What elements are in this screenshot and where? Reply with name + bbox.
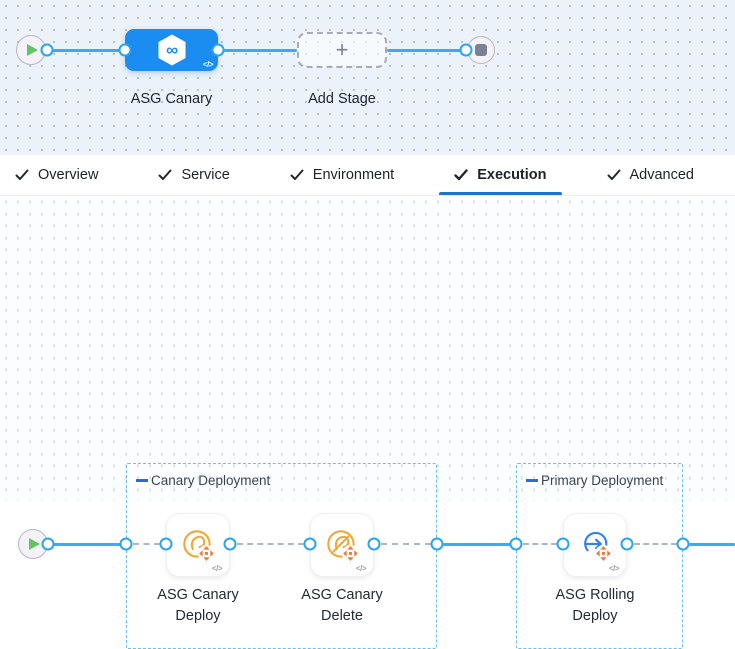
connector-port[interactable]	[620, 537, 634, 551]
tab-label: Advanced	[629, 167, 695, 183]
group-title: Canary Deployment	[151, 473, 271, 488]
plus-icon: +	[335, 37, 349, 62]
check-icon	[15, 169, 29, 180]
step-card-asg-canary-deploy[interactable]: </>	[166, 513, 230, 577]
connector-port[interactable]	[556, 537, 570, 551]
connector-port[interactable]	[509, 537, 523, 551]
tab-service[interactable]: Service	[143, 155, 244, 195]
connector-port[interactable]	[41, 537, 55, 551]
tab-advanced[interactable]: Advanced	[592, 155, 710, 195]
tab-overview[interactable]: Overview	[0, 155, 113, 195]
stage-config-tabbar: Overview Service Environment Execution A…	[0, 155, 735, 196]
check-icon	[158, 169, 172, 180]
connector-port[interactable]	[676, 537, 690, 551]
check-icon	[607, 169, 620, 180]
connector-port[interactable]	[303, 537, 317, 551]
step-card-asg-canary-delete[interactable]: </>	[310, 513, 374, 577]
step-yaml-toggle[interactable]: </>	[355, 564, 367, 573]
tab-label: Overview	[38, 167, 99, 183]
stage-label: ASG Canary	[130, 91, 213, 107]
asg-rolling-deploy-icon	[584, 531, 612, 562]
stop-icon	[475, 44, 487, 56]
step-card-asg-rolling-deploy[interactable]: </>	[563, 513, 627, 577]
connector-port[interactable]	[430, 537, 444, 551]
group-title: Primary Deployment	[541, 473, 664, 488]
add-stage-button[interactable]: +	[297, 32, 387, 68]
play-icon	[27, 44, 38, 56]
svg-text:∞: ∞	[165, 41, 177, 60]
asg-canary-deploy-icon	[183, 530, 215, 562]
stage-graph-canvas[interactable]: ∞ </> ASG Canary + Add Stage	[0, 0, 735, 155]
tab-label: Execution	[477, 167, 547, 183]
step-label: ASG Canary Deploy	[157, 587, 239, 624]
cd-stage-icon: ∞	[158, 34, 185, 66]
execution-flow-canvas[interactable]: Canary Deployment Primary Deployment	[0, 196, 735, 649]
collapse-group-icon[interactable]	[136, 479, 148, 482]
add-stage-label: Add Stage	[308, 91, 376, 107]
connector-port[interactable]	[211, 43, 225, 57]
stage-yaml-toggle[interactable]: </>	[202, 60, 214, 69]
check-icon	[454, 169, 468, 181]
connector-port[interactable]	[367, 537, 381, 551]
step-label: ASG Canary Delete	[301, 587, 383, 624]
check-icon	[290, 169, 304, 180]
play-icon	[29, 538, 40, 550]
connector-port[interactable]	[159, 537, 173, 551]
connector-port[interactable]	[119, 537, 133, 551]
connector-line	[51, 48, 120, 52]
stage-node-asg-canary[interactable]: ∞ </>	[125, 29, 218, 71]
collapse-group-icon[interactable]	[526, 479, 538, 482]
connector-port[interactable]	[459, 43, 473, 57]
connector-line	[689, 542, 735, 546]
connector-line	[387, 48, 461, 52]
connector-port[interactable]	[118, 43, 132, 57]
asg-canary-delete-icon	[327, 530, 359, 562]
tab-label: Service	[181, 167, 230, 183]
connector-line	[50, 542, 122, 546]
connector-port[interactable]	[40, 43, 54, 57]
step-yaml-toggle[interactable]: </>	[211, 564, 223, 573]
step-label: ASG Rolling Deploy	[555, 587, 635, 624]
step-yaml-toggle[interactable]: </>	[608, 564, 620, 573]
tab-environment[interactable]: Environment	[275, 155, 409, 195]
tab-label: Environment	[312, 167, 395, 183]
tab-execution[interactable]: Execution	[439, 155, 562, 195]
connector-port[interactable]	[223, 537, 237, 551]
connector-line	[222, 48, 297, 52]
connector-line	[443, 542, 511, 546]
